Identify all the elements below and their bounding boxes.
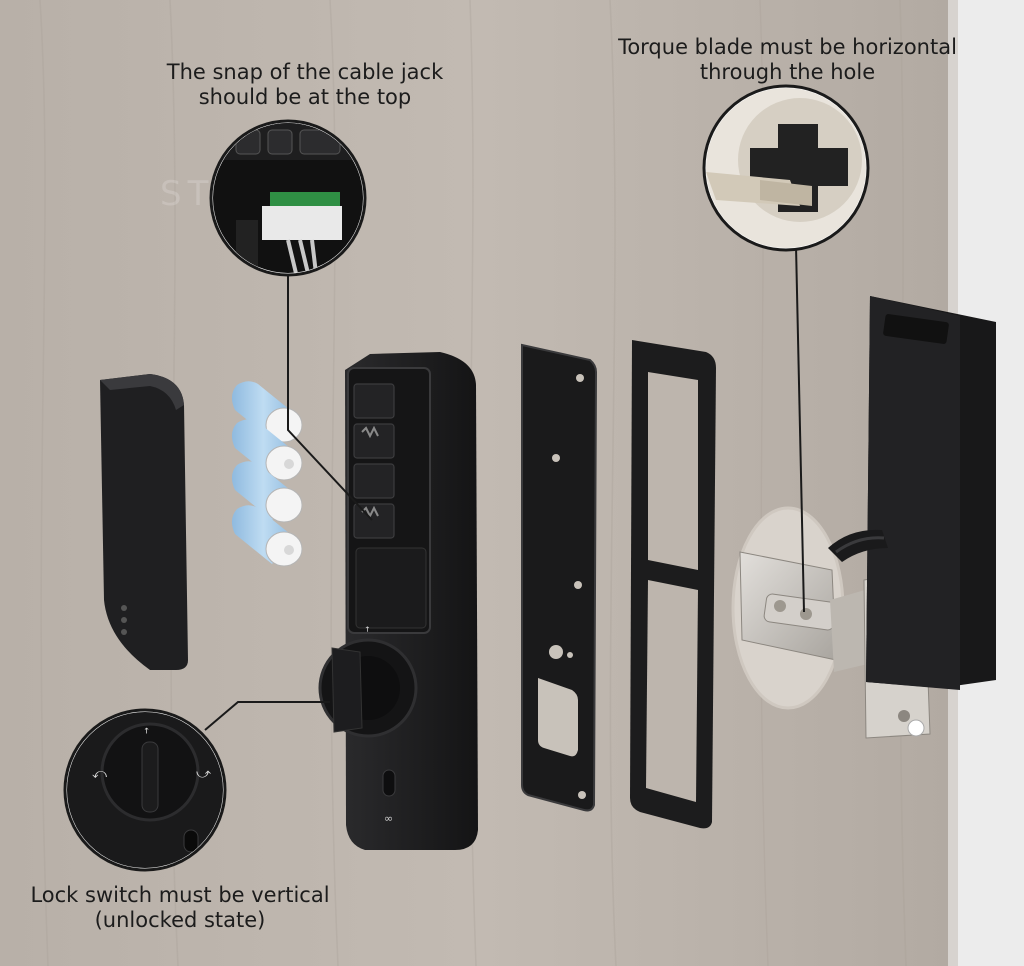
rubber-gasket xyxy=(630,340,716,829)
zoom-lock-switch: ꜛ ⤺ ⤻ xyxy=(63,708,227,872)
callout-lock-switch: Lock switch must be vertical (unlocked s… xyxy=(0,883,360,933)
callout-torque-blade-line1: Torque blade must be horizontal xyxy=(618,35,957,59)
svg-text:ꜛ: ꜛ xyxy=(365,625,370,640)
callout-torque-blade: Torque blade must be horizontal through … xyxy=(575,35,1000,85)
callout-lock-switch-line2: (unlocked state) xyxy=(94,908,266,932)
aa-batteries xyxy=(231,381,303,567)
svg-text:⤻: ⤻ xyxy=(196,766,211,782)
callout-cable-jack: The snap of the cable jack should be at … xyxy=(120,60,490,110)
interior-lock-body: ꜛ ∞ xyxy=(318,352,478,850)
exterior-lock-body xyxy=(828,296,996,690)
zoom-torque-blade xyxy=(702,84,870,252)
callout-cable-jack-line2: should be at the top xyxy=(198,85,412,109)
callout-cable-jack-line1: The snap of the cable jack xyxy=(166,60,444,84)
zoom-cable-jack xyxy=(209,119,367,277)
mounting-plate xyxy=(521,343,598,812)
battery-cover xyxy=(100,374,188,670)
svg-text:∞: ∞ xyxy=(384,812,393,825)
callout-lines xyxy=(204,245,805,731)
svg-text:⤺: ⤺ xyxy=(92,766,107,782)
callout-lock-switch-line1: Lock switch must be vertical xyxy=(30,883,330,907)
callout-torque-blade-line2: through the hole xyxy=(699,60,876,84)
svg-text:ꜛ: ꜛ xyxy=(144,726,149,742)
